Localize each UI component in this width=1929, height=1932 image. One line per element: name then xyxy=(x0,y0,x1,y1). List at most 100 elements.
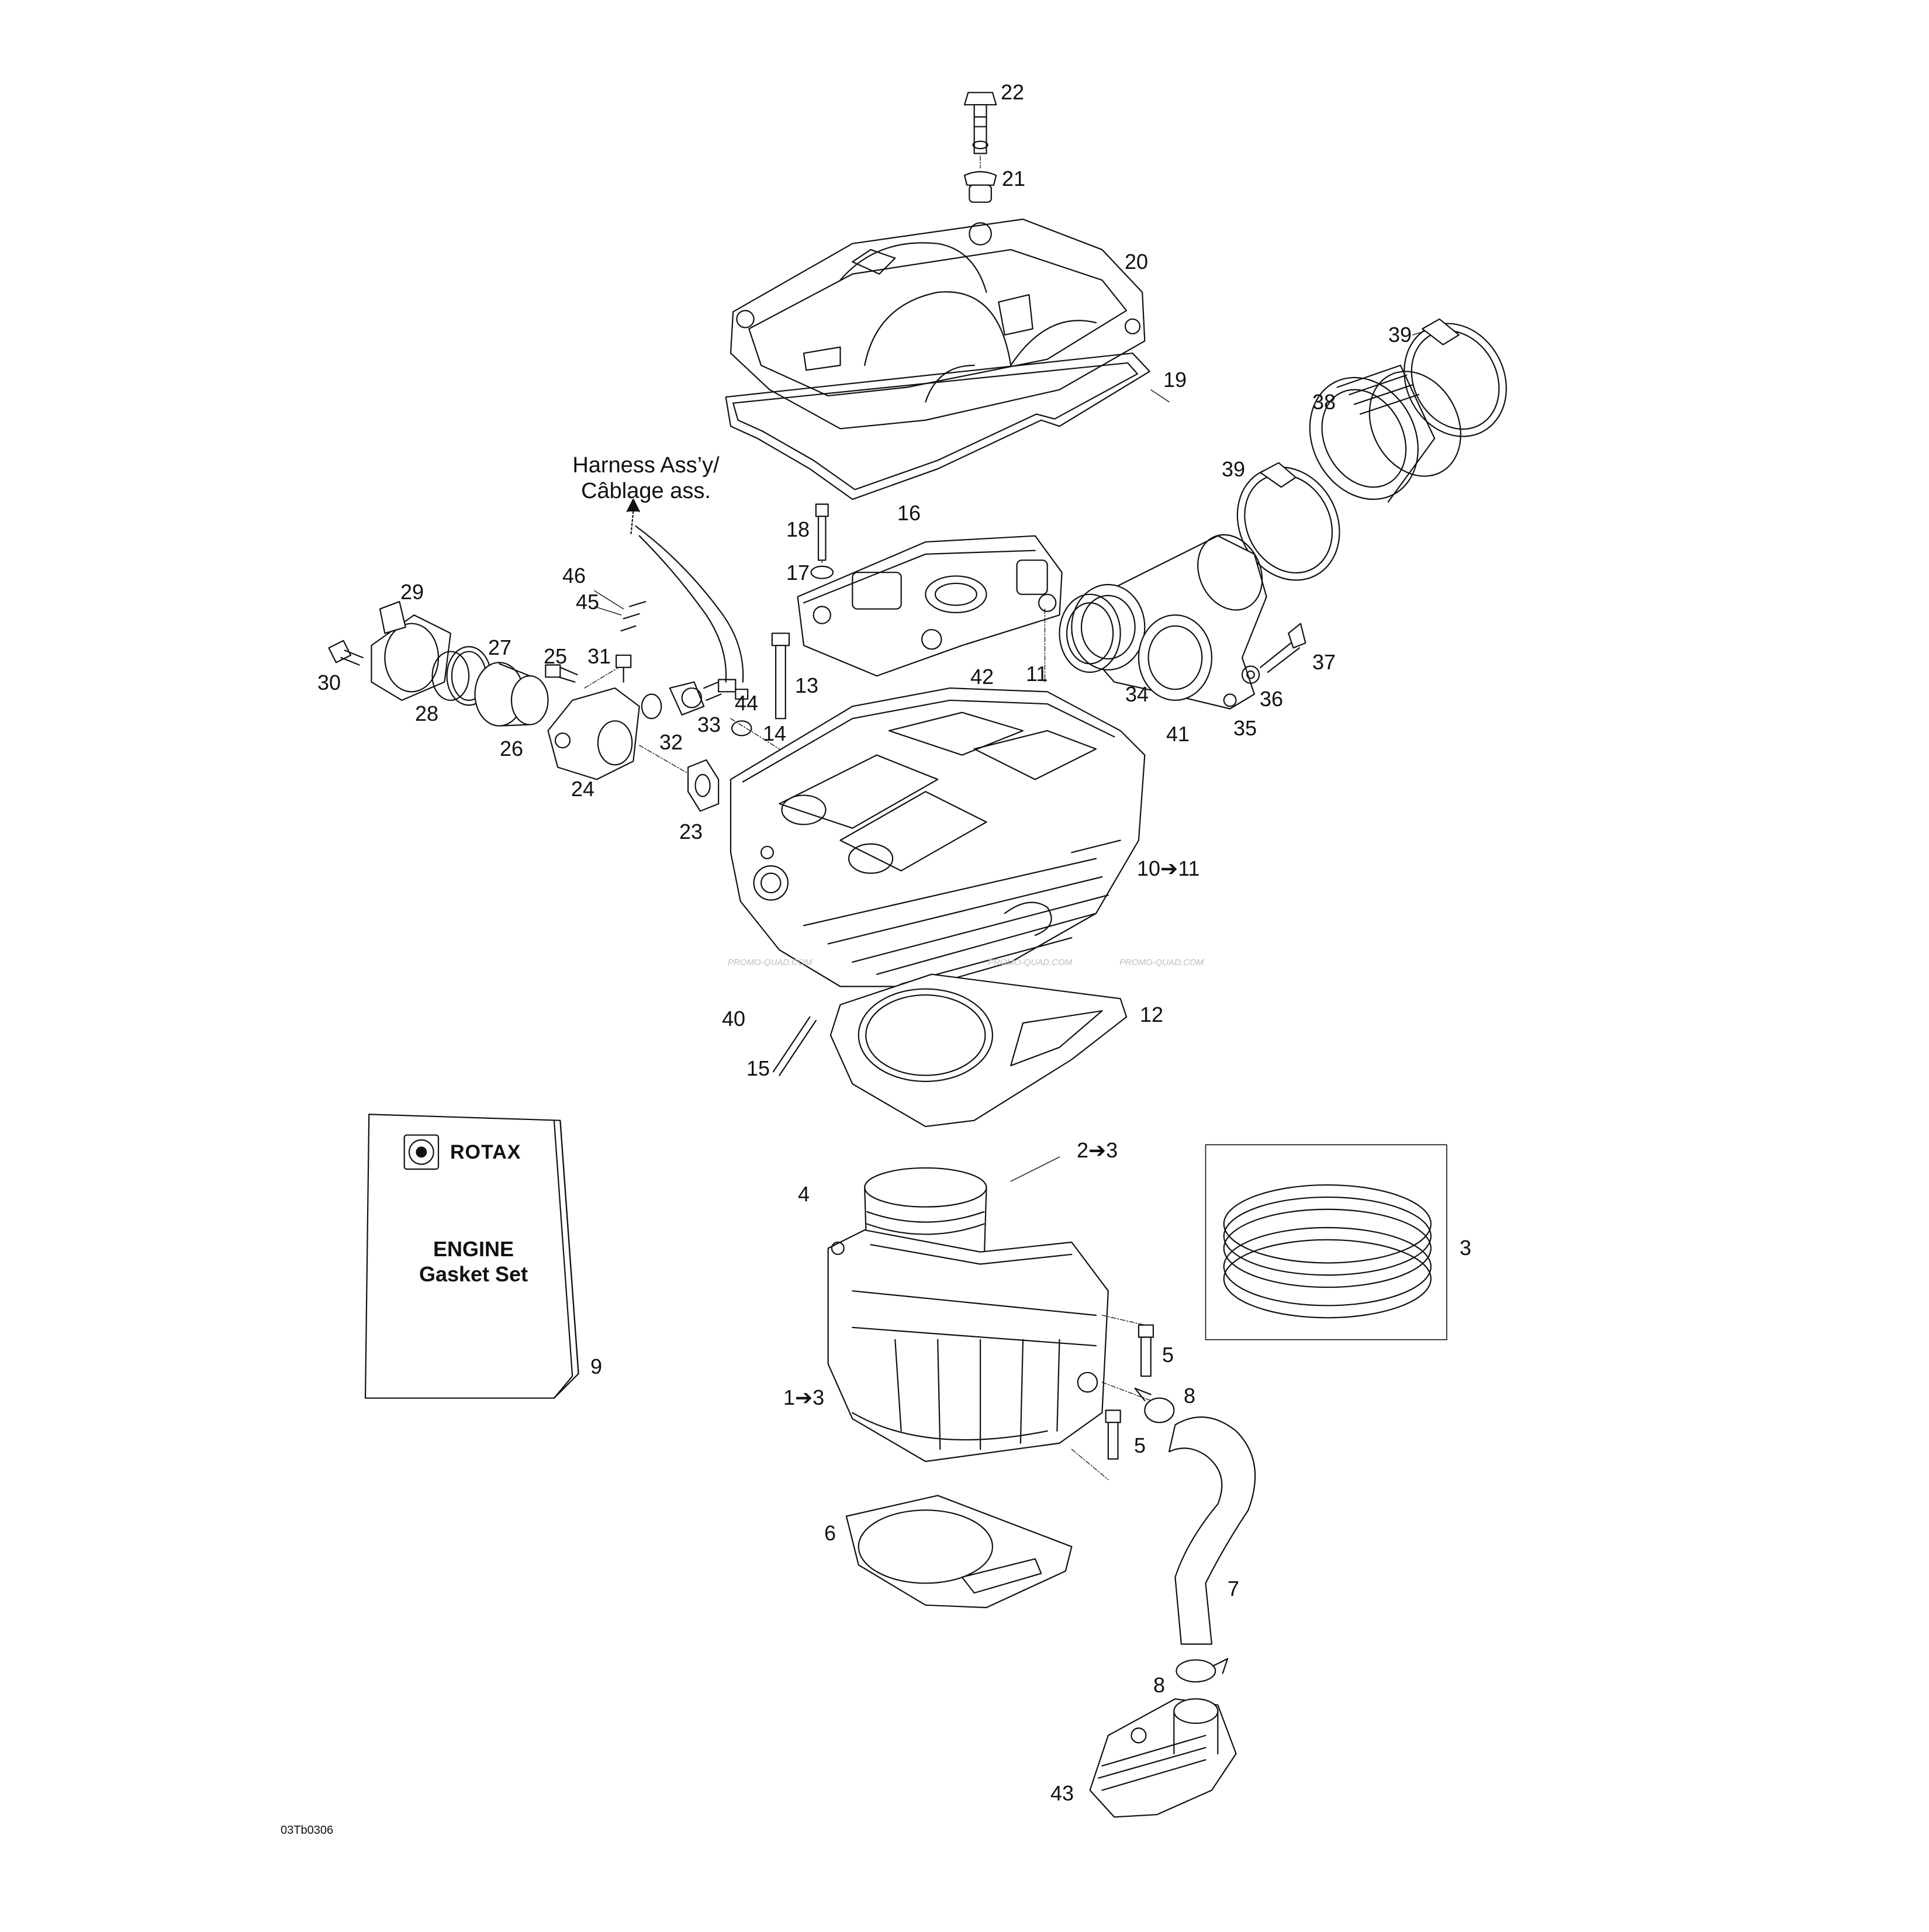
callout-5-lower: 5 xyxy=(1134,1433,1146,1457)
connector-44 xyxy=(718,680,748,699)
water-pump-housing-43 xyxy=(1090,1699,1236,1817)
watermark-2: PROMO-QUAD.COM xyxy=(988,958,1073,967)
callout-29: 29 xyxy=(400,580,424,604)
washer-36 xyxy=(1242,666,1259,683)
callout-24: 24 xyxy=(571,777,595,801)
callout-37: 37 xyxy=(1312,650,1336,674)
clamp-8-upper xyxy=(1135,1388,1174,1422)
callout-27: 27 xyxy=(488,635,512,659)
manual-title: ENGINE Gasket Set xyxy=(386,1236,561,1287)
callout-38: 38 xyxy=(1312,390,1336,414)
callout-5-upper: 5 xyxy=(1162,1343,1174,1367)
callout-12: 12 xyxy=(1140,1003,1164,1027)
callout-7: 7 xyxy=(1228,1577,1240,1601)
o-ring-32 xyxy=(642,694,661,719)
callout-19: 19 xyxy=(1163,368,1187,392)
callout-1: 1➔3 xyxy=(783,1385,825,1409)
callout-44: 44 xyxy=(735,691,759,715)
callout-23: 23 xyxy=(679,820,703,844)
callout-31: 31 xyxy=(587,644,611,668)
callout-3: 3 xyxy=(1460,1236,1472,1260)
gasket-23 xyxy=(688,760,718,811)
callout-32: 32 xyxy=(659,730,683,754)
piston-ring-set-3 xyxy=(1206,1145,1447,1339)
callout-6: 6 xyxy=(824,1521,836,1545)
callout-20: 20 xyxy=(1125,250,1149,274)
harness-note-line2: Câblage ass. xyxy=(581,478,711,503)
cylinder-head-10 xyxy=(731,688,1145,986)
bolt-18 xyxy=(816,504,828,561)
callout-35: 35 xyxy=(1233,716,1257,740)
thermostat-cover-29 xyxy=(371,602,450,700)
head-gasket-12 xyxy=(831,974,1126,1126)
callout-36: 36 xyxy=(1260,687,1284,711)
callout-14: 14 xyxy=(763,721,787,745)
callout-17: 17 xyxy=(786,561,810,585)
callout-8-lower: 8 xyxy=(1153,1673,1166,1697)
reference-code: 03Tb0306 xyxy=(281,1824,334,1837)
callout-4: 4 xyxy=(798,1182,810,1206)
coolant-hose-7 xyxy=(1169,1417,1255,1644)
washer-14 xyxy=(732,721,751,735)
screw-5-upper xyxy=(1139,1325,1153,1377)
sensor-31 xyxy=(616,655,631,682)
gasket-set-manual-9 xyxy=(365,1114,579,1398)
callout-10: 10➔11 xyxy=(1137,856,1200,880)
watermark-3: PROMO-QUAD.COM xyxy=(1119,958,1204,967)
callout-33: 33 xyxy=(697,713,721,737)
callout-40-upper: 40 xyxy=(722,1007,746,1031)
callout-18: 18 xyxy=(786,517,810,541)
harness-note: Harness Ass’y/ Câblage ass. xyxy=(547,453,745,504)
callout-2: 2➔3 xyxy=(1077,1138,1118,1162)
clamp-39-upper xyxy=(1385,306,1526,455)
manual-brand: ROTAX xyxy=(450,1141,521,1163)
screw-25 xyxy=(545,665,577,682)
callout-28: 28 xyxy=(415,701,439,725)
harness-wires-45-46 xyxy=(621,499,744,682)
switch-33 xyxy=(670,682,721,715)
clamp-8-lower xyxy=(1177,1659,1228,1682)
callout-30: 30 xyxy=(317,671,341,694)
leader-lines xyxy=(585,156,1151,1480)
washer-17 xyxy=(811,566,834,579)
callout-39-upper: 39 xyxy=(1388,323,1412,347)
callout-15: 15 xyxy=(746,1056,770,1080)
cylinder-1 xyxy=(828,1230,1108,1461)
base-gasket-6 xyxy=(846,1495,1071,1608)
callout-8-upper: 8 xyxy=(1184,1384,1196,1408)
grommet-21 xyxy=(965,172,996,202)
clamp-39-lower xyxy=(1218,449,1359,598)
intake-boot-38 xyxy=(1289,355,1478,519)
callout-26: 26 xyxy=(500,737,524,761)
thermostat-housing-24 xyxy=(548,688,639,779)
thermostat-26 xyxy=(475,662,548,725)
screw-5-lower xyxy=(1106,1411,1121,1459)
valve-cover-gasket-19 xyxy=(726,353,1150,499)
callout-leaders xyxy=(594,331,1425,1181)
callout-34: 34 xyxy=(1125,682,1149,706)
callout-25: 25 xyxy=(544,644,568,668)
callout-45: 45 xyxy=(576,590,600,614)
callout-22: 22 xyxy=(1001,80,1025,104)
callout-41: 41 xyxy=(1166,722,1190,746)
harness-note-line1: Harness Ass’y/ xyxy=(572,453,720,478)
watermark-1: PROMO-QUAD.COM xyxy=(728,958,813,967)
screw-37 xyxy=(1260,624,1305,672)
bolt-13 xyxy=(772,633,789,718)
manual-title-line1: ENGINE xyxy=(433,1237,514,1261)
bolt-22 xyxy=(965,92,996,153)
callout-13: 13 xyxy=(795,673,819,697)
callout-11: 11 xyxy=(1026,662,1048,686)
rocker-support-16 xyxy=(798,536,1062,676)
callout-9: 9 xyxy=(590,1354,603,1378)
manifold-gasket-34 xyxy=(1060,595,1121,672)
stud-15 xyxy=(773,1017,816,1076)
intake-manifold-35 xyxy=(1071,524,1274,709)
callout-43: 43 xyxy=(1050,1781,1074,1805)
callout-16: 16 xyxy=(897,501,921,525)
screw-30 xyxy=(329,641,363,665)
manual-title-line2: Gasket Set xyxy=(419,1262,528,1287)
callout-46: 46 xyxy=(562,564,586,587)
